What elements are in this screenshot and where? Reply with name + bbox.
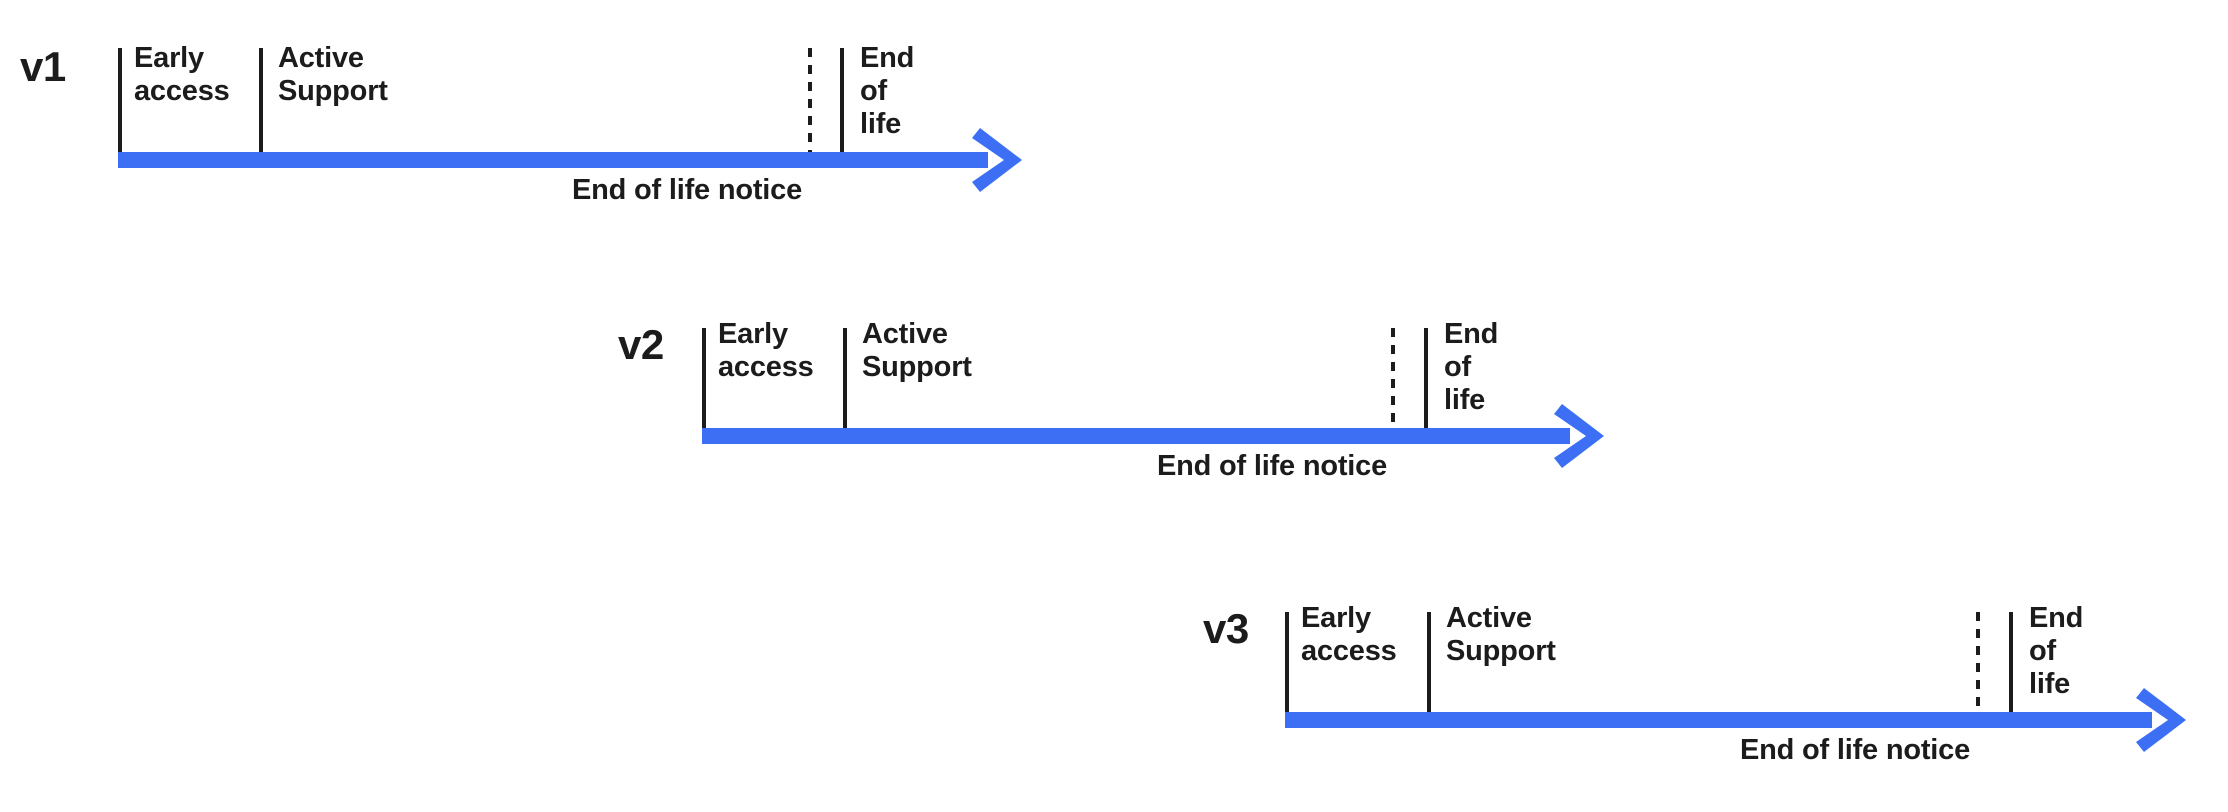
end-of-life-notice-marker-v2 bbox=[1391, 328, 1395, 428]
phase-label-early-access-v2: Early access bbox=[718, 318, 814, 383]
phase-label-end-of-life-v3: End of life bbox=[2029, 602, 2084, 700]
phase-label-active-support-v1: Active Support bbox=[278, 42, 388, 107]
phase-divider-end-of-life-v3 bbox=[2009, 612, 2013, 712]
phase-label-end-of-life-v1: End of life bbox=[860, 42, 915, 140]
phase-label-active-support-v3: Active Support bbox=[1446, 602, 1556, 667]
phase-label-early-access-v1: Early access bbox=[134, 42, 230, 107]
phase-label-early-access-v3: Early access bbox=[1301, 602, 1397, 667]
version-label-v2: v2 bbox=[618, 321, 664, 368]
phase-label-active-support-v2: Active Support bbox=[862, 318, 972, 383]
arrow-right-icon-v3 bbox=[2136, 688, 2186, 752]
phase-divider-end-of-life-v1 bbox=[840, 48, 844, 152]
phase-divider-active-support-v2 bbox=[843, 328, 847, 428]
arrow-right-icon-v1 bbox=[972, 128, 1022, 192]
arrow-right-icon-v2 bbox=[1554, 404, 1604, 468]
phase-label-end-of-life-v2: End of life bbox=[1444, 318, 1499, 416]
version-label-v1: v1 bbox=[20, 43, 66, 90]
end-of-life-notice-marker-v3 bbox=[1976, 612, 1980, 712]
end-of-life-notice-label-v2: End of life notice bbox=[1157, 450, 1388, 482]
phase-divider-start-v2 bbox=[702, 328, 706, 428]
timeline-bar-v1 bbox=[118, 152, 988, 168]
phase-divider-start-v1 bbox=[118, 48, 122, 152]
end-of-life-notice-marker-v1 bbox=[808, 48, 812, 152]
version-label-v3: v3 bbox=[1203, 605, 1249, 652]
phase-divider-end-of-life-v2 bbox=[1424, 328, 1428, 428]
end-of-life-notice-label-v3: End of life notice bbox=[1740, 734, 1971, 766]
timeline-bar-v2 bbox=[702, 428, 1570, 444]
phase-divider-active-support-v1 bbox=[259, 48, 263, 152]
phase-divider-start-v3 bbox=[1285, 612, 1289, 712]
timeline-bar-v3 bbox=[1285, 712, 2152, 728]
end-of-life-notice-label-v1: End of life notice bbox=[572, 174, 803, 206]
phase-divider-active-support-v3 bbox=[1427, 612, 1431, 712]
